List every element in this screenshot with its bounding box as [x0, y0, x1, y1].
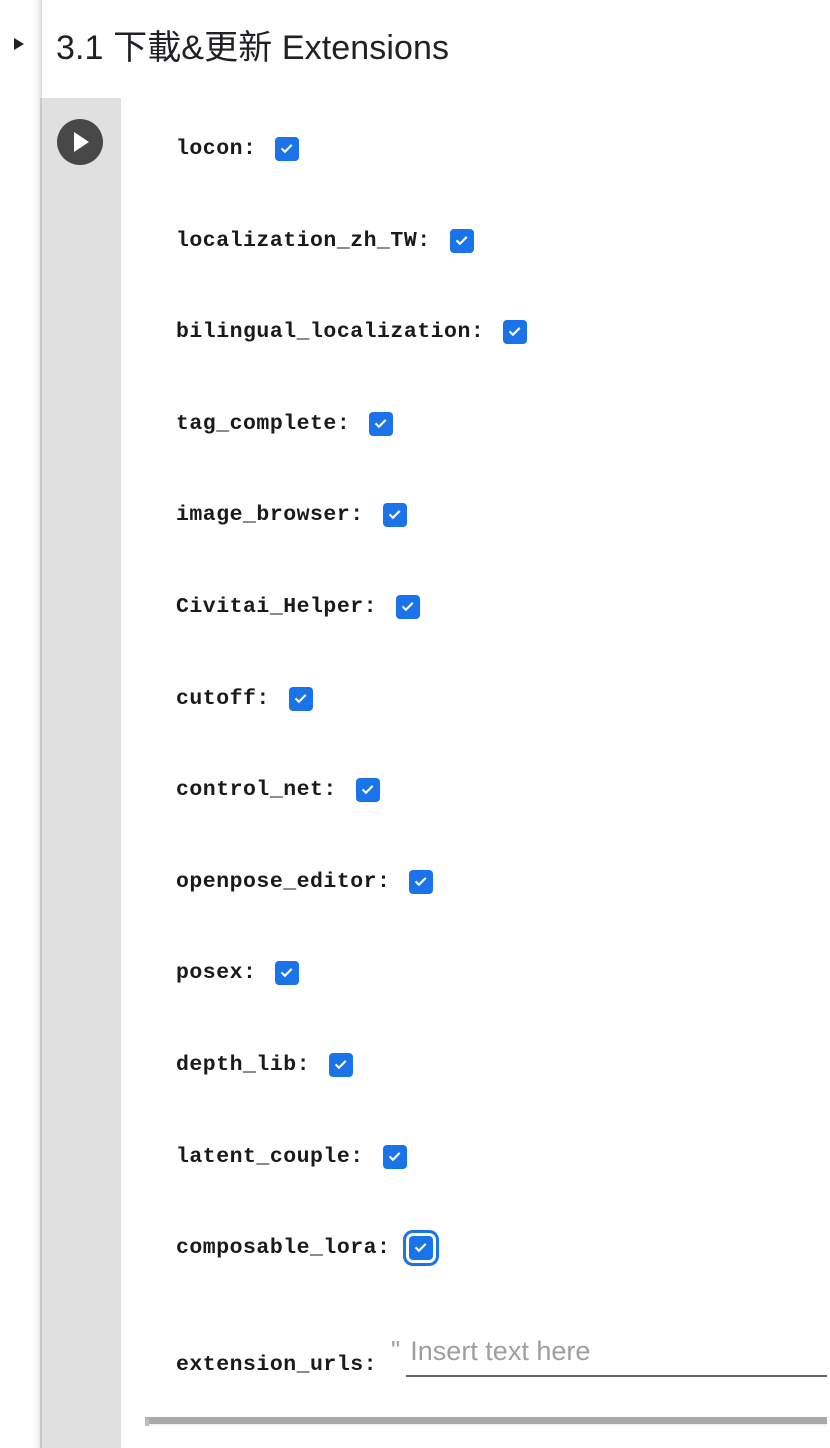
check-icon: [415, 1243, 427, 1253]
checkbox-row: locon:: [121, 132, 302, 166]
field-label: cutoff:: [176, 686, 270, 711]
horizontal-scrollbar[interactable]: [145, 1417, 827, 1426]
cell-run-gutter: [40, 98, 121, 1448]
field-label: tag_complete:: [176, 411, 351, 436]
checkbox[interactable]: [272, 134, 302, 164]
checkbox-row: posex:: [121, 956, 302, 990]
play-triangle-icon: [74, 132, 89, 152]
checkbox-box: [382, 1144, 407, 1169]
checkbox-row: composable_lora:: [121, 1231, 436, 1265]
checkbox-row: bilingual_localization:: [121, 315, 530, 349]
field-label: composable_lora:: [176, 1236, 391, 1261]
field-label: localization_zh_TW:: [176, 228, 431, 253]
checkbox[interactable]: [353, 775, 383, 805]
checkbox[interactable]: [447, 226, 477, 256]
checkbox-box: [275, 961, 300, 986]
field-label: latent_couple:: [176, 1144, 364, 1169]
checkbox-box: [288, 686, 313, 711]
check-icon: [281, 144, 293, 154]
checkbox-row: Civitai_Helper:: [121, 590, 423, 624]
checkbox[interactable]: [393, 592, 423, 622]
check-icon: [401, 602, 414, 612]
field-label: locon:: [176, 137, 257, 161]
field-label: Civitai_Helper:: [176, 595, 378, 619]
extension-urls-input[interactable]: [406, 1333, 827, 1377]
checkbox[interactable]: [380, 500, 410, 530]
checkbox-box: [329, 1053, 354, 1077]
checkbox[interactable]: [286, 684, 316, 714]
checkbox[interactable]: [380, 1142, 410, 1172]
check-icon: [294, 693, 307, 703]
check-icon: [388, 1151, 401, 1161]
checkbox-box: [355, 778, 380, 803]
page-title: 3.1 下載&更新 Extensions: [56, 29, 450, 67]
quote-mark: ": [391, 1335, 401, 1365]
cell-edge-shadow: [33, 0, 42, 1448]
checkbox-box: [396, 595, 421, 619]
checkbox[interactable]: [500, 317, 530, 347]
triangle-right-icon[interactable]: [14, 38, 24, 50]
check-icon: [509, 327, 521, 337]
check-icon: [388, 510, 401, 520]
field-label: posex:: [176, 961, 257, 986]
check-icon: [375, 418, 387, 428]
field-label: bilingual_localization:: [176, 320, 485, 345]
form-fields-area: locon: localization_zh_TW: bilingual_local…: [121, 98, 830, 1448]
checkbox-row: latent_couple:: [121, 1140, 410, 1174]
scrollbar-thumb[interactable]: [145, 1417, 827, 1424]
checkbox-row: localization_zh_TW:: [121, 224, 477, 258]
field-label: openpose_editor:: [176, 869, 391, 894]
checkbox-row: tag_complete:: [121, 407, 396, 441]
extension-urls-label: extension_urls:: [176, 1353, 378, 1377]
field-label: depth_lib:: [176, 1053, 311, 1077]
check-icon: [334, 1060, 347, 1070]
extension-urls-row: extension_urls: ": [121, 1325, 830, 1377]
checkbox-box: [409, 869, 434, 894]
checkbox-box: [275, 137, 300, 161]
header-divider: [41, 0, 42, 98]
checkbox[interactable]: [326, 1050, 356, 1080]
checkbox-row: depth_lib:: [121, 1048, 356, 1082]
play-icon[interactable]: [57, 119, 103, 165]
cell-collapse-column: [0, 0, 33, 1448]
check-icon: [361, 785, 374, 795]
scrollbar-left-cap: [145, 1418, 149, 1426]
checkbox-box: [382, 503, 407, 528]
checkbox-row: image_browser:: [121, 498, 410, 532]
field-label: image_browser:: [176, 503, 364, 528]
check-icon: [415, 876, 427, 886]
check-icon: [455, 235, 468, 245]
checkbox-row: openpose_editor:: [121, 865, 436, 899]
checkbox-box: [449, 228, 474, 253]
checkbox-row: control_net:: [121, 773, 383, 807]
checkbox-box: [369, 411, 394, 436]
checkbox[interactable]: [406, 867, 436, 897]
check-icon: [281, 968, 293, 978]
checkbox-box: [409, 1236, 434, 1261]
checkbox-box: [503, 320, 528, 345]
checkbox[interactable]: [406, 1233, 436, 1263]
checkbox-row: cutoff:: [121, 682, 316, 716]
checkbox[interactable]: [366, 409, 396, 439]
checkbox[interactable]: [272, 958, 302, 988]
field-label: control_net:: [176, 778, 337, 803]
